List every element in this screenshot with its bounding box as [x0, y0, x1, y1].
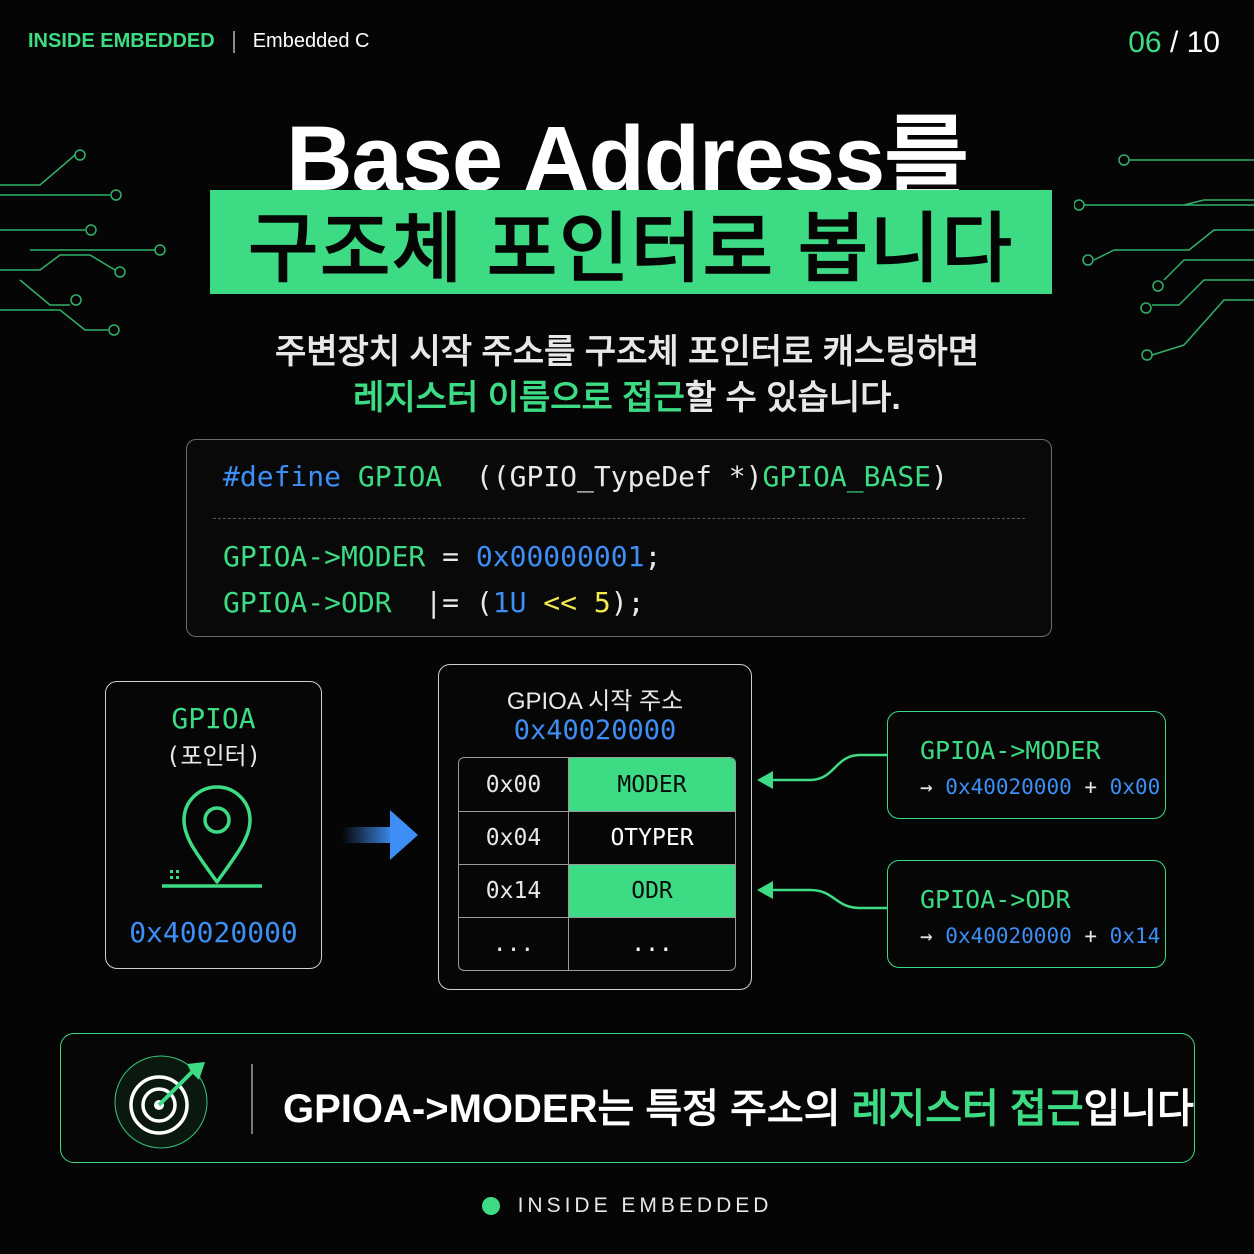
- pointer-card: GPIOA (포인터) 0x40020000: [105, 681, 322, 969]
- footer-dot-icon: [481, 1197, 500, 1215]
- page-separator: /: [1161, 26, 1187, 59]
- register-cell: ...: [631, 931, 673, 957]
- code-shift: <<: [526, 586, 594, 619]
- offset-cell: 0x04: [459, 812, 569, 864]
- code-keyword: #define: [223, 460, 342, 493]
- code-paren: ): [931, 460, 948, 493]
- page-indicator: 06 / 10: [1128, 26, 1220, 60]
- footer: INSIDE EMBEDDED: [0, 1194, 1254, 1218]
- code-macro-name: GPIOA: [357, 460, 443, 493]
- subtitle-line1: 주변장치 시작 주소를 구조체 포인터로 캐스팅하면: [274, 333, 980, 371]
- table-row: 0x00 MODER: [459, 758, 735, 811]
- banner-text: GPIOA->MODER는 특정 주소의 레지스터 접근입니다: [283, 1076, 1194, 1134]
- access-offset: 0x00: [1109, 775, 1161, 799]
- subtitle-rest: 할 수 있습니다.: [684, 379, 901, 417]
- access-offset: 0x14: [1109, 924, 1161, 948]
- register-cell: MODER: [569, 758, 735, 811]
- memory-base-address: 0x40020000: [513, 715, 677, 746]
- access-title: GPIOA->ODR: [920, 885, 1071, 914]
- subtitle-highlight: 레지스터 이름으로 접근: [353, 379, 685, 417]
- register-cell: OTYPER: [610, 825, 694, 851]
- pointer-kind: (포인터): [165, 742, 262, 770]
- connector-arrows: [757, 753, 887, 910]
- code-line-define: #define GPIOA ((GPIO_TypeDef *)GPIOA_BAS…: [223, 460, 948, 493]
- code-register: GPIOA->ODR: [223, 586, 392, 619]
- access-card-moder: GPIOA->MODER → 0x40020000 + 0x00: [887, 711, 1166, 819]
- brand-label: INSIDE EMBEDDED: [28, 30, 215, 52]
- code-operator: =: [425, 540, 476, 573]
- pointer-address: 0x40020000: [129, 916, 298, 949]
- banner-text-a: GPIOA->MODER는 특정 주소의: [283, 1087, 852, 1131]
- code-block: #define GPIOA ((GPIO_TypeDef *)GPIOA_BAS…: [186, 439, 1052, 637]
- table-row: 0x04 OTYPER: [459, 811, 735, 864]
- circuit-decoration-right: [1074, 154, 1254, 361]
- memory-map-card: GPIOA 시작 주소 0x40020000 0x00 MODER 0x04 O…: [438, 664, 752, 990]
- pointer-name: GPIOA: [171, 702, 256, 735]
- memory-table: 0x00 MODER 0x04 OTYPER 0x14 ODR ... ...: [458, 757, 736, 971]
- circuit-decoration-left: [0, 149, 166, 336]
- subtitle-line2: 레지스터 이름으로 접근할 수 있습니다.: [0, 370, 1254, 419]
- code-line-moder: GPIOA->MODER = 0x00000001;: [223, 540, 661, 573]
- code-line-odr: GPIOA->ODR |= (1U << 5);: [223, 586, 644, 619]
- location-pin-icon: [162, 785, 262, 888]
- access-title: GPIOA->MODER: [920, 736, 1101, 765]
- category-label: Embedded C: [252, 30, 370, 52]
- target-icon: [114, 1055, 208, 1149]
- header-divider: [232, 30, 235, 53]
- offset-cell: 0x00: [459, 758, 569, 811]
- header-left: INSIDE EMBEDDED Embedded C: [28, 30, 369, 53]
- access-base: 0x40020000: [945, 775, 1072, 799]
- table-row: ... ...: [459, 917, 735, 970]
- summary-banner: GPIOA->MODER는 특정 주소의 레지스터 접근입니다: [60, 1033, 1195, 1163]
- code-operator: |= (: [391, 586, 493, 619]
- access-plus: +: [1071, 775, 1110, 799]
- access-plus: +: [1071, 924, 1110, 948]
- arrow-right-icon: [342, 810, 418, 860]
- memory-title: GPIOA 시작 주소: [506, 688, 684, 715]
- arrow-icon: →: [920, 924, 946, 948]
- title-highlight-box: 구조체 포인터로 봅니다: [210, 190, 1052, 294]
- offset-cell: ...: [459, 918, 569, 970]
- access-calc: → 0x40020000 + 0x14: [920, 924, 1160, 948]
- banner-text-c: 입니다: [1083, 1087, 1194, 1131]
- code-divider: [213, 518, 1025, 519]
- access-calc: → 0x40020000 + 0x00: [920, 775, 1160, 799]
- table-row: 0x14 ODR: [459, 864, 735, 917]
- banner-divider: [251, 1064, 253, 1134]
- footer-brand: INSIDE EMBEDDED: [517, 1194, 773, 1217]
- code-literal-five: 5: [593, 586, 611, 619]
- code-register: GPIOA->MODER: [223, 540, 426, 573]
- code-cast: ((GPIO_TypeDef *): [442, 460, 763, 493]
- code-semicolon: ;: [644, 540, 662, 573]
- code-value: 0x00000001: [475, 540, 645, 573]
- access-base: 0x40020000: [945, 924, 1072, 948]
- code-close: );: [610, 586, 645, 619]
- offset-cell: 0x14: [459, 865, 569, 917]
- page-title-sub: 구조체 포인터로 봅니다: [248, 207, 1014, 292]
- page-total: 10: [1186, 26, 1220, 59]
- arrow-icon: →: [920, 775, 946, 799]
- banner-highlight: 레지스터 접근: [851, 1087, 1084, 1131]
- page-current: 06: [1128, 26, 1162, 59]
- access-card-odr: GPIOA->ODR → 0x40020000 + 0x14: [887, 860, 1166, 968]
- code-literal-one: 1U: [492, 586, 527, 619]
- code-base-macro: GPIOA_BASE: [762, 460, 932, 493]
- register-cell: ODR: [569, 865, 735, 917]
